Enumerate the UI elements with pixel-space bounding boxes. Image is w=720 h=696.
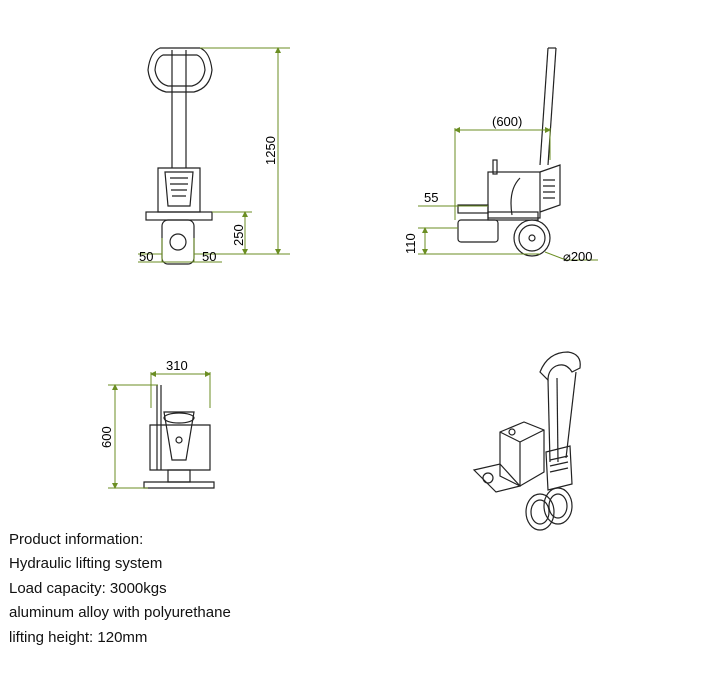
product-info: Product information: Hydraulic lifting s… <box>9 528 231 650</box>
dim-fork-left: 50 <box>139 249 153 264</box>
dim-width: 310 <box>166 358 188 373</box>
dim-height-total: 1250 <box>263 136 278 165</box>
dim-height: 110 <box>403 233 418 254</box>
info-line-material: aluminum alloy with polyurethane <box>9 604 231 622</box>
info-line-lifting-system: Hydraulic lifting system <box>9 555 163 573</box>
front-view: 1250 250 50 50 <box>138 47 290 265</box>
dim-fork-right: 50 <box>202 249 216 264</box>
top-view: 310 600 <box>99 358 215 489</box>
dim-depth: 600 <box>99 426 114 448</box>
info-line-lifting-height: lifting height: 120mm <box>9 628 148 646</box>
isometric-view <box>472 351 581 531</box>
info-line-load-capacity: Load capacity: 3000kgs <box>9 579 167 597</box>
dim-length: (600) <box>492 114 522 129</box>
dim-wheel-diameter: ⌀200 <box>563 249 593 264</box>
dim-offset: 55 <box>424 190 438 205</box>
dim-height-fork: 250 <box>231 224 246 246</box>
product-info-heading: Product information: <box>9 531 144 548</box>
side-view: (600) 55 110 ⌀200 <box>403 47 598 264</box>
